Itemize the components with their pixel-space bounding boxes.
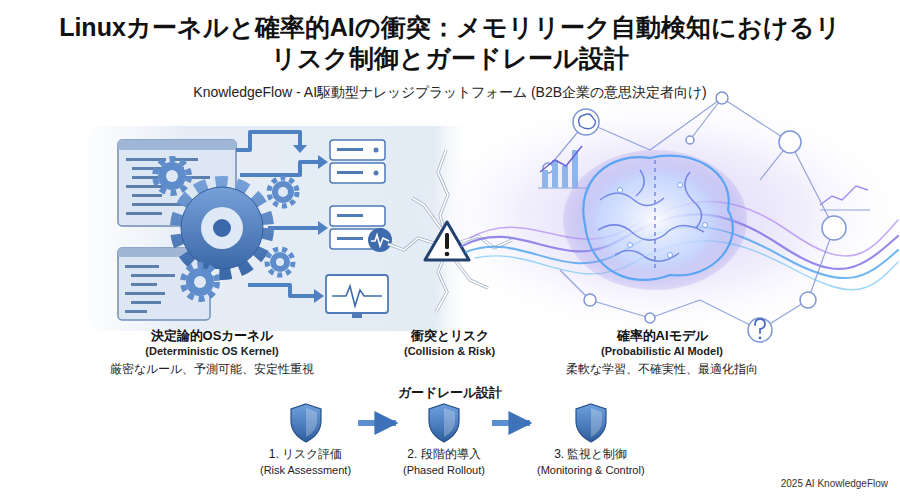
guardrail-step: 2. 段階的導入 (Phased Rollout) (399, 403, 489, 478)
node-text: (Phased Rollout) (403, 464, 485, 478)
node-heading: 衝突とリスク (404, 328, 495, 344)
diagram-title: Linuxカーネルと確率的AIの衝突：メモリリーク自動検知におけるリ リスク制御… (10, 12, 890, 75)
node-text: (Collision & Risk) (404, 345, 495, 359)
shield-icon (574, 403, 608, 443)
concept-panel: 決定論的OSカーネル(Deterministic OS Kernel) 厳密なルー… (106, 328, 318, 377)
concept-panel: 確率的AIモデル(Probabilistic AI Model) 柔軟な学習、不確… (562, 328, 762, 377)
shield-icon (427, 403, 461, 443)
shield-icon (289, 403, 323, 443)
node-heading: 決定論的OSカーネル (110, 328, 314, 344)
flow-arrow (492, 420, 530, 426)
node-heading: 確率的AIモデル (566, 328, 758, 344)
node-text: (Deterministic OS Kernel) (110, 345, 314, 359)
node-text: (Risk Assessment) (260, 464, 351, 478)
node-text: 柔軟な学習、不確実性、最適化指向 (566, 362, 758, 377)
node-heading: 1. リスク評価 (260, 447, 351, 462)
node-heading: 3. 監視と制御 (537, 447, 645, 462)
node-heading: 2. 段階的導入 (403, 447, 485, 462)
watermark: 2025 AI KnowledgeFlow (781, 478, 888, 489)
section-heading: ガードレール設計 (0, 384, 900, 402)
flow-arrow (358, 420, 396, 426)
concept-panel: 衝突とリスク(Collision & Risk) (400, 328, 499, 359)
node-text: 厳密なルール、予測可能、安定性重視 (110, 362, 314, 377)
node-text: (Probabilistic AI Model) (566, 345, 758, 359)
guardrail-step: 1. リスク評価 (Risk Assessment) (256, 403, 355, 478)
guardrail-step: 3. 監視と制御 (Monitoring & Control) (533, 403, 649, 478)
subtitle: KnowledgeFlow - AI駆動型ナレッジプラットフォーム (B2B企業… (0, 84, 900, 102)
node-text: (Monitoring & Control) (537, 464, 645, 478)
